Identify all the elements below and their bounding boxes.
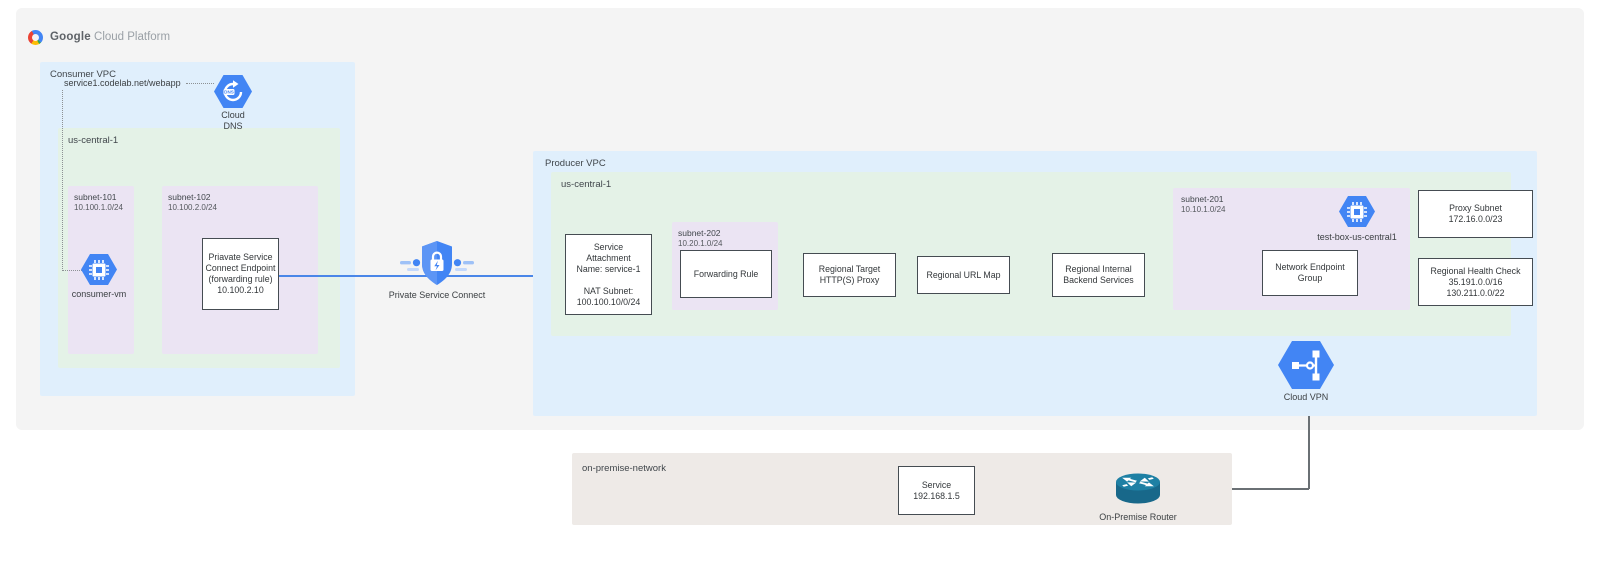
on-premise-label: on-premise-network (582, 463, 666, 474)
on-premise-service-box: Service 192.168.1.5 (898, 466, 975, 515)
consumer-zone-label: us-central-1 (68, 135, 119, 146)
forwarding-rule-box: Forwarding Rule (680, 250, 772, 298)
brand-cloud-platform: Cloud Platform (94, 31, 171, 43)
private-service-connect-label: Private Service Connect (388, 290, 486, 300)
producer-vpc-label: Producer VPC (545, 158, 606, 169)
regional-target-proxy-box: Regional Target HTTP(S) Proxy (803, 253, 896, 297)
subnet-202-label: subnet-202 10.20.1.0/24 (678, 228, 723, 248)
subnet-201-label: subnet-201 10.10.1.0/24 (1181, 194, 1226, 214)
subnet-102-label: subnet-102 10.100.2.0/24 (168, 192, 217, 212)
consumer-vm-label: consumer-vm (71, 289, 127, 299)
cloud-dns-label: Cloud DNS (221, 110, 245, 131)
connector-dns-dotted (186, 83, 214, 84)
test-box-vm-label: test-box-us-central1 (1317, 232, 1397, 242)
proxy-subnet-box: Proxy Subnet 172.16.0.0/23 (1418, 190, 1533, 238)
google-cloud-logo-icon (28, 30, 43, 45)
regional-backend-services-box: Regional Internal Backend Services (1052, 253, 1145, 297)
connector-vm-dotted-horizontal (62, 270, 82, 271)
regional-health-check-box: Regional Health Check 35.191.0.0/16 130.… (1418, 258, 1533, 306)
cloud-vpn-icon (1278, 341, 1334, 389)
dns-record-text: service1.codelab.net/webapp (64, 78, 181, 88)
service-attachment-box: Service Attachment Name: service-1 NAT S… (565, 234, 652, 315)
subnet-201-cidr: 10.10.1.0/24 (1181, 205, 1226, 214)
test-box-vm-icon (1339, 196, 1375, 227)
on-premise-router-icon (1114, 470, 1162, 510)
brand-google: Google (50, 31, 91, 43)
subnet-102-cidr: 10.100.2.0/24 (168, 203, 217, 212)
psc-endpoint-box: Priavate Service Connect Endpoint (forwa… (202, 238, 279, 310)
subnet-101-cidr: 10.100.1.0/24 (74, 203, 123, 212)
svg-text:DNS: DNS (224, 89, 234, 94)
subnet-101-label: subnet-101 10.100.1.0/24 (74, 192, 123, 212)
consumer-vpc-label: Consumer VPC (50, 69, 116, 80)
producer-zone-label: us-central-1 (561, 179, 612, 190)
connector-endpoint-to-attachment (279, 275, 566, 277)
regional-url-map-box: Regional URL Map (917, 256, 1010, 294)
network-endpoint-group-box: Network Endpoint Group (1262, 250, 1358, 296)
subnet-202-cidr: 10.20.1.0/24 (678, 239, 723, 248)
connector-vm-dotted-vertical (62, 90, 63, 271)
page-title: Google Cloud Platform (50, 31, 170, 43)
cloud-vpn-label: Cloud VPN (1283, 392, 1329, 402)
on-premise-router-label: On-Premise Router (1099, 512, 1177, 522)
private-service-connect-icon (399, 240, 475, 286)
connector-vpn-down (1308, 388, 1310, 489)
